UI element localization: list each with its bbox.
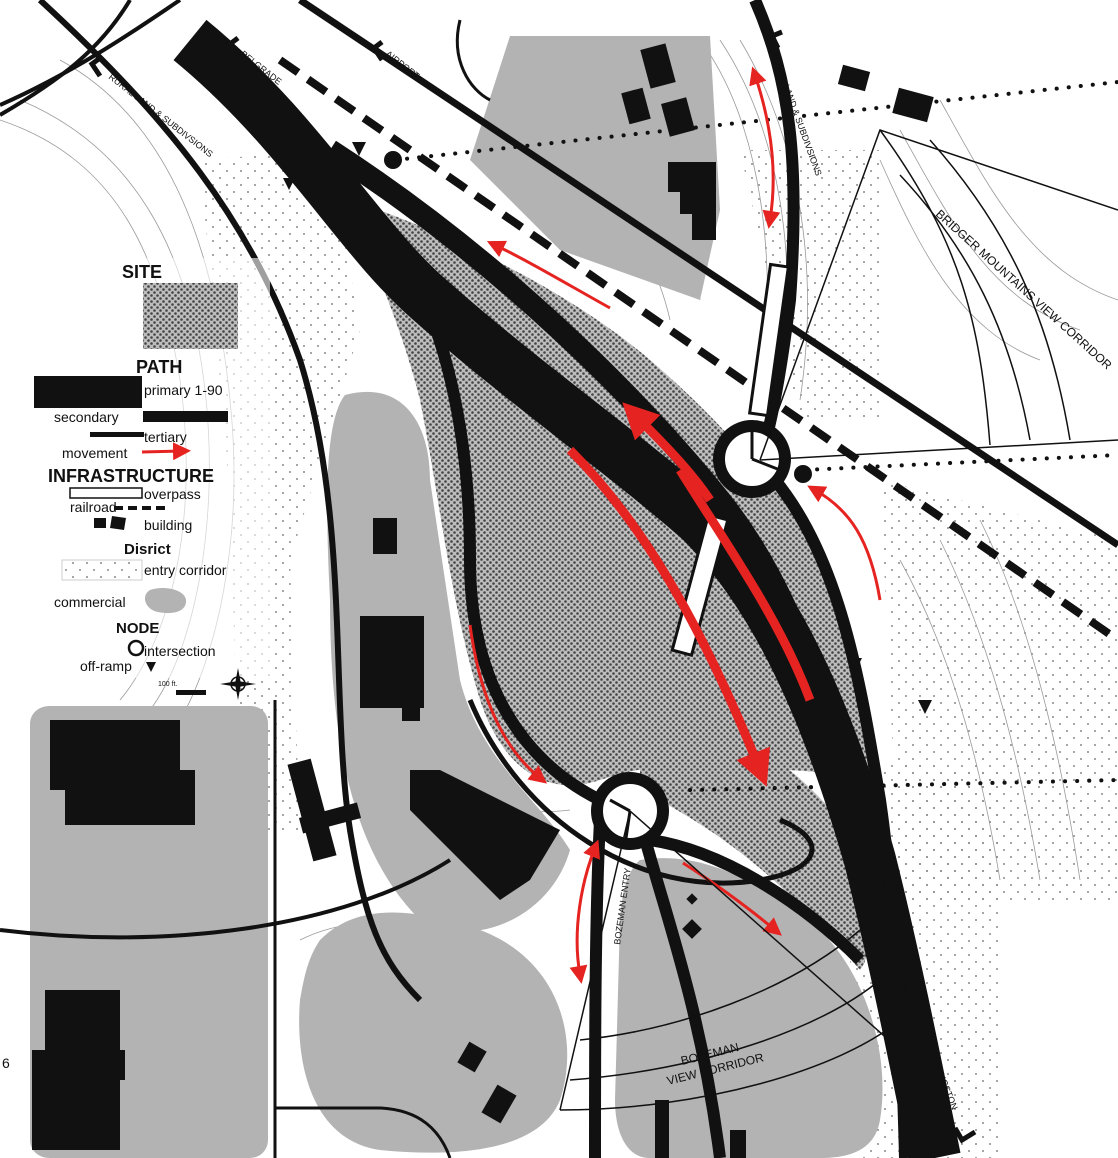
buildings bbox=[32, 43, 934, 1158]
legend-off-ramp-swatch bbox=[146, 662, 156, 672]
legend-primary-swatch bbox=[34, 376, 142, 408]
legend-entry-corridor-swatch bbox=[61, 559, 143, 581]
view-corridors bbox=[559, 129, 1118, 1111]
legend-site-heading: SITE bbox=[122, 262, 162, 282]
legend-entry-corridor-label: entry corridor bbox=[144, 562, 227, 578]
movement-arrows bbox=[468, 66, 882, 984]
legend-movement-swatch bbox=[141, 442, 191, 461]
legend-secondary-swatch bbox=[143, 411, 228, 422]
legend-infrastructure-heading: INFRASTRUCTURE bbox=[48, 466, 214, 486]
legend-off-ramp-label: off-ramp bbox=[80, 658, 132, 674]
legend-node-heading: NODE bbox=[116, 620, 159, 637]
legend-overpass-label: overpass bbox=[144, 486, 201, 502]
off-ramp-markers bbox=[283, 142, 932, 714]
legend-intersection-label: intersection bbox=[144, 643, 216, 659]
legend-tertiary-swatch bbox=[90, 432, 144, 437]
direction-chevrons bbox=[88, 29, 977, 1144]
legend-building-label: building bbox=[144, 517, 192, 533]
rural-land-left-label: RURAL LAND & SUBDIVSIONS bbox=[107, 72, 215, 159]
north-arrow-icon bbox=[220, 668, 256, 700]
legend-intersection-swatch bbox=[127, 639, 145, 657]
legend-path-heading: PATH bbox=[136, 357, 182, 377]
legend-overpass-swatch bbox=[69, 487, 143, 499]
legend-movement-label: movement bbox=[62, 445, 127, 461]
legend-commercial-label: commercial bbox=[54, 594, 126, 610]
overpasses bbox=[670, 262, 791, 658]
legend-commercial-swatch bbox=[144, 588, 187, 614]
ramps bbox=[375, 0, 911, 1158]
legend-district-heading: Disrict bbox=[124, 541, 171, 558]
bridger-view-corridor-label: BRIDGER MOUNTAINS VIEW CORRIDOR bbox=[933, 207, 1115, 373]
legend-tertiary-label: tertiary bbox=[144, 429, 187, 445]
legend-scale-bar bbox=[176, 690, 206, 695]
legend: SITE PATH primary 1-90 secondary tertiar… bbox=[30, 258, 270, 700]
legend-site-swatch bbox=[143, 283, 238, 349]
page-number: 6 bbox=[2, 1055, 10, 1071]
legend-railroad-label: railroad bbox=[70, 499, 117, 515]
airport-label: AIRPORT bbox=[384, 49, 422, 82]
commercial-districts bbox=[30, 36, 883, 1158]
legend-scale-label: 100 ft. bbox=[158, 681, 178, 688]
legend-building-swatch bbox=[94, 516, 126, 530]
legend-primary-label: primary 1-90 bbox=[144, 382, 223, 398]
legend-secondary-label: secondary bbox=[54, 409, 119, 425]
